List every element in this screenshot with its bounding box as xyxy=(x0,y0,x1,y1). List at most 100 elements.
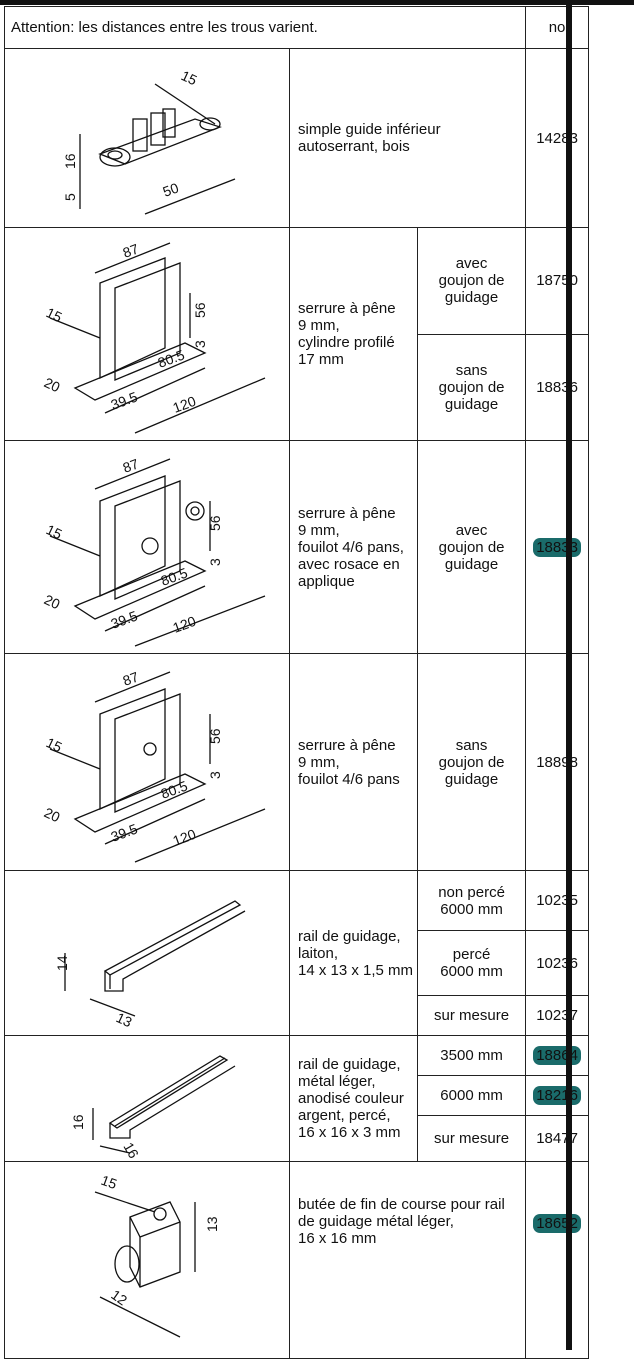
table-row: 87 56 15 3 80.5 20 39.5 120 serrure à pê… xyxy=(4,653,590,871)
table-row: 15 16 5 50 simple guide inférieur autose… xyxy=(4,48,590,228)
description-line: serrure à pêne xyxy=(298,736,396,754)
description-line: 9 mm, xyxy=(298,521,340,539)
table-row: 14 13 rail de guidage, laiton, 14 x 13 x… xyxy=(4,869,590,1036)
dimension-label: 120 xyxy=(171,613,199,636)
dimension-label: 120 xyxy=(171,393,199,416)
dimension-label: 87 xyxy=(121,668,141,688)
article-number-cell: 18833 xyxy=(525,440,590,654)
dimension-label: 20 xyxy=(42,374,63,395)
variant-line: guidage xyxy=(444,289,499,307)
description-line: rail de guidage, xyxy=(298,927,401,945)
variant-label: avec goujon de guidage xyxy=(417,227,527,335)
table-row: sur mesure 10237 xyxy=(5,994,590,1037)
description-line: simple guide inférieur xyxy=(298,121,441,138)
table-header-row: Attention: les distances entre les trous… xyxy=(3,6,590,49)
variant-label: sans goujon de guidage xyxy=(417,333,527,441)
variant-line: 6000 mm xyxy=(440,963,503,981)
description-line: fouilot 4/6 pans, xyxy=(298,538,404,556)
notice-text: Attention: les distances entre les trous… xyxy=(3,6,527,49)
dimension-label: 16 xyxy=(120,1139,142,1160)
description-line: de guidage métal léger, xyxy=(298,1213,454,1230)
product-drawing-cell: 16 16 xyxy=(4,1035,290,1162)
column-header-no: no xyxy=(525,6,590,49)
variant-label: non percé 6000 mm xyxy=(417,869,527,932)
description-line: argent, percé, xyxy=(298,1107,391,1124)
table-row: 16 16 rail de guidage, métal léger, anod… xyxy=(4,1035,590,1162)
description-line: 9 mm, xyxy=(298,317,340,334)
description-line: 17 mm xyxy=(298,351,344,368)
variant-label: avec goujon de guidage xyxy=(417,440,527,654)
description-line: 9 mm, xyxy=(298,753,340,771)
dimension-label: 50 xyxy=(161,179,181,199)
article-number-cell: 18216 xyxy=(525,1075,590,1116)
article-number-highlighted: 18864 xyxy=(533,1046,581,1065)
variant-line: guidage xyxy=(444,770,499,788)
dimension-label: 15 xyxy=(99,1172,119,1192)
description-line: applique xyxy=(298,572,355,590)
dimension-label: 80.5 xyxy=(159,777,190,801)
article-number: 14283 xyxy=(525,48,590,228)
article-number-highlighted: 18652 xyxy=(533,1214,581,1233)
dimension-label: 56 xyxy=(207,728,223,744)
dimension-label: 5 xyxy=(62,193,78,201)
dimension-label: 13 xyxy=(114,1009,135,1030)
bottom-guide-drawing: 15 16 5 50 xyxy=(62,67,236,215)
dimension-label: 3 xyxy=(207,558,223,566)
variant-label: 3500 mm xyxy=(417,1035,527,1076)
aluminium-rail-drawing: 16 16 xyxy=(70,1054,236,1160)
article-number: 18898 xyxy=(525,653,590,871)
lock-drawing: 87 56 15 3 80.5 20 39.5 120 xyxy=(42,240,266,434)
dimension-label: 56 xyxy=(192,302,208,318)
product-table: Attention: les distances entre les trous… xyxy=(3,6,590,1359)
variant-line: goujon de xyxy=(438,272,505,290)
description-line: anodisé couleur xyxy=(298,1090,404,1107)
variant-line: percé xyxy=(452,946,491,964)
lock-rosette-drawing: 87 56 15 3 80.5 20 39.5 120 xyxy=(42,455,266,647)
dimension-label: 15 xyxy=(44,521,65,542)
product-description: rail de guidage, métal léger, anodisé co… xyxy=(288,1035,419,1162)
article-number: 18477 xyxy=(525,1115,590,1162)
article-number: 18836 xyxy=(525,333,590,441)
product-drawing-cell: 14 13 xyxy=(4,870,290,1036)
product-description: serrure à pêne 9 mm, fouilot 4/6 pans xyxy=(288,653,419,871)
dimension-label: 12 xyxy=(108,1286,130,1308)
dimension-label: 3 xyxy=(192,340,208,348)
dimension-label: 15 xyxy=(179,67,200,88)
dimension-label: 15 xyxy=(44,304,65,325)
product-description: rail de guidage, laiton, 14 x 13 x 1,5 m… xyxy=(288,870,419,1036)
description-line: 16 x 16 x 3 mm xyxy=(298,1124,401,1141)
variant-line: guidage xyxy=(444,395,499,413)
description-line: avec rosace en xyxy=(298,555,400,573)
dimension-label: 20 xyxy=(42,804,63,825)
table-row: 87 56 15 3 80.5 20 39.5 120 serrure à pê… xyxy=(4,227,590,441)
article-number: 18750 xyxy=(525,227,590,335)
variant-line: sans xyxy=(455,736,488,754)
description-line: serrure à pêne xyxy=(298,300,396,317)
product-drawing-cell: 15 16 5 50 xyxy=(4,48,290,228)
product-description: serrure à pêne 9 mm, cylindre profilé 17… xyxy=(288,227,419,441)
top-rule xyxy=(0,0,634,5)
dimension-label: 14 xyxy=(54,955,70,971)
variant-line: goujon de xyxy=(438,538,505,556)
variant-line: avec xyxy=(455,255,488,273)
table-row: 6000 mm 18216 xyxy=(5,1075,590,1116)
variant-line: 6000 mm xyxy=(440,900,503,918)
variant-line: goujon de xyxy=(438,378,505,396)
table-row: percé 6000 mm 10236 xyxy=(5,930,590,996)
description-line: laiton, xyxy=(298,944,339,962)
lock-square-drawing: 87 56 15 3 80.5 20 39.5 120 xyxy=(42,668,266,863)
variant-line: avec xyxy=(455,521,488,539)
variant-line: guidage xyxy=(444,555,499,573)
product-drawing-cell: 87 56 15 3 80.5 20 39.5 120 xyxy=(4,440,290,654)
article-number-cell: 18864 xyxy=(525,1035,590,1076)
article-number: 10236 xyxy=(525,930,590,996)
product-description: serrure à pêne 9 mm, fouilot 4/6 pans, a… xyxy=(288,440,419,654)
description-line: fouilot 4/6 pans xyxy=(298,770,400,788)
variant-line: sans xyxy=(455,361,488,379)
article-number: 10237 xyxy=(525,994,590,1037)
dimension-label: 80.5 xyxy=(159,564,190,588)
dimension-label: 15 xyxy=(44,734,65,755)
variant-label: sur mesure xyxy=(417,994,527,1037)
dimension-label: 87 xyxy=(121,240,141,260)
variant-label: 6000 mm xyxy=(417,1075,527,1116)
